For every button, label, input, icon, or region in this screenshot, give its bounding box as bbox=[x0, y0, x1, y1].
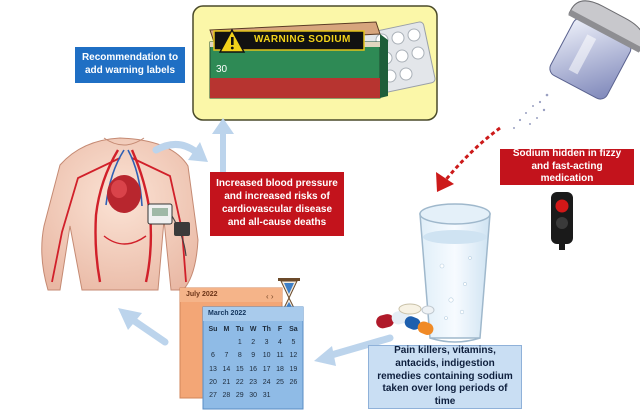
calendar-day: 1 bbox=[237, 339, 242, 347]
calendar-nav-arrows: ‹ › bbox=[266, 292, 274, 301]
red-arrow-icon bbox=[436, 126, 501, 192]
calendar-day: 7 bbox=[224, 352, 229, 360]
pack-count: 30 bbox=[216, 64, 228, 75]
calendar-day: 24 bbox=[262, 378, 271, 386]
warning-triangle-icon bbox=[218, 28, 246, 53]
calendar-day: 29 bbox=[235, 392, 244, 399]
calendar-weekday: M bbox=[223, 326, 230, 333]
calendar-day: 9 bbox=[251, 352, 256, 360]
calendar-weekday: W bbox=[249, 326, 257, 333]
calendar-day: 13 bbox=[209, 365, 217, 373]
calendar-weekday: F bbox=[277, 326, 283, 333]
calendar-day: 12 bbox=[289, 352, 298, 360]
calendar-day: 18 bbox=[276, 365, 284, 373]
calendar-front-month: March 2022 bbox=[208, 310, 247, 317]
calendar-day: 26 bbox=[289, 378, 298, 386]
medicines-label: Pain killers, vitamins, antacids, indige… bbox=[368, 345, 522, 409]
warning-stripe bbox=[213, 30, 365, 51]
calendar-day: 23 bbox=[249, 378, 258, 386]
calendar-day: 6 bbox=[211, 352, 215, 360]
calendar-weekday: Sa bbox=[289, 326, 298, 333]
calendar-day: 4 bbox=[278, 339, 282, 347]
warning-sodium-text: WARNING SODIUM bbox=[254, 34, 351, 45]
calendar-day: 3 bbox=[264, 339, 269, 347]
warning-pack-panel bbox=[192, 5, 438, 121]
sodium-hidden-label: Sodium hidden in fizzy and fast-acting m… bbox=[500, 148, 634, 185]
risks-label: Increased blood pressure and increased r… bbox=[210, 172, 344, 236]
glass-to-calendar-arrow-icon bbox=[314, 334, 394, 366]
water-glass-icon bbox=[419, 203, 491, 343]
calendar-day: 20 bbox=[209, 378, 217, 386]
calendar-weekday: Th bbox=[262, 326, 271, 333]
calendar-day: 14 bbox=[222, 365, 231, 373]
calendar-day: 28 bbox=[222, 392, 231, 399]
calendar-back-month: July 2022 bbox=[186, 291, 218, 298]
calendar-day: 2 bbox=[251, 339, 256, 347]
recommendation-label: Recommendation to add warning labels bbox=[75, 47, 185, 83]
up-arrow-icon bbox=[212, 118, 234, 174]
calendar-day: 8 bbox=[237, 352, 242, 360]
calendar-day: 16 bbox=[249, 365, 258, 373]
calendar-day: 10 bbox=[262, 352, 271, 360]
calendar-day: 30 bbox=[249, 392, 258, 399]
calendar-weekday: Su bbox=[208, 326, 218, 333]
blood-pressure-monitor-icon bbox=[147, 203, 190, 257]
salt-shaker-icon bbox=[513, 0, 640, 129]
human-torso-icon bbox=[41, 137, 199, 291]
calendar-day: 11 bbox=[276, 352, 284, 360]
calendar-day: 15 bbox=[235, 365, 244, 373]
calendar-front bbox=[202, 306, 304, 410]
calendar-to-torso-arrow-icon bbox=[118, 308, 169, 346]
calendar-day: 5 bbox=[291, 339, 296, 347]
torso-arrow-icon bbox=[152, 141, 208, 162]
calendar-weekday: Tu bbox=[235, 326, 244, 333]
calendar-day: 22 bbox=[235, 378, 244, 386]
calendar-day: 17 bbox=[262, 365, 271, 373]
calendar-day: 31 bbox=[262, 392, 271, 399]
calendar-day: 19 bbox=[289, 365, 298, 373]
calendar-day: 27 bbox=[209, 392, 217, 399]
calendar-day: 21 bbox=[222, 378, 231, 386]
traffic-light-icon bbox=[551, 192, 573, 250]
pills-icon bbox=[376, 303, 435, 335]
calendar-day: 25 bbox=[276, 378, 284, 386]
